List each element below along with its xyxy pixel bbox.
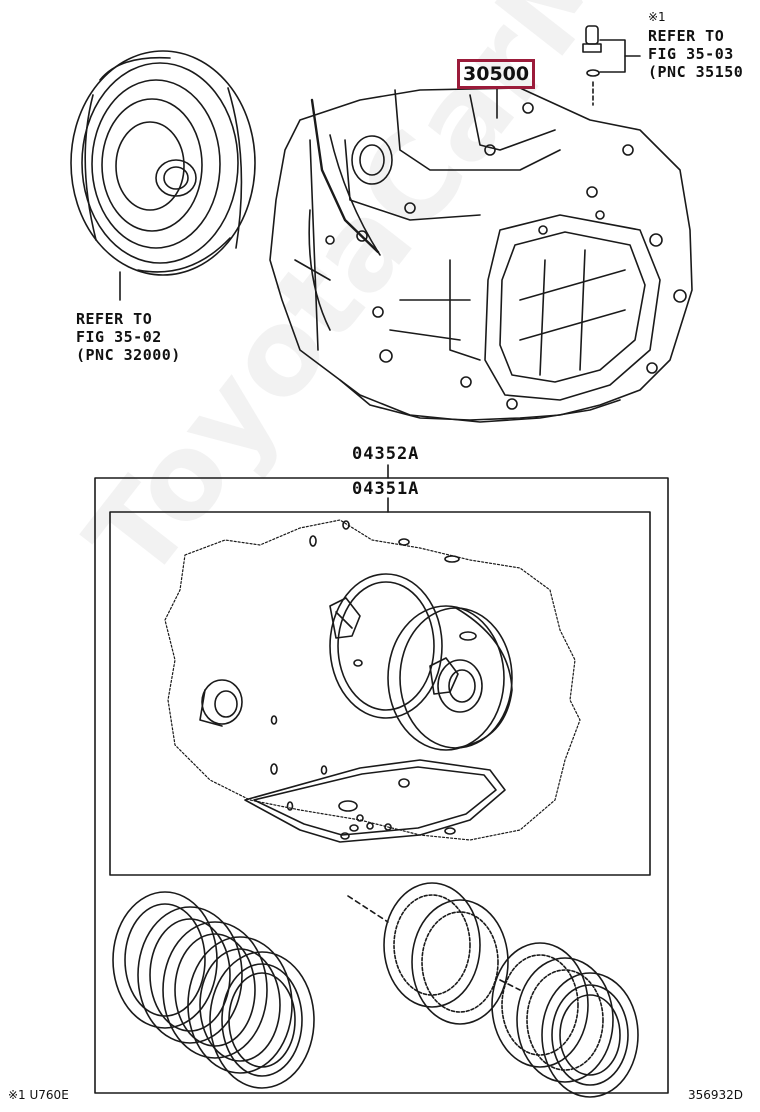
drain-plug-assembly[interactable] [582,25,641,106]
torque-converter[interactable] [70,50,256,276]
pump-gasket[interactable] [329,573,443,719]
converter-ref-line2[interactable]: FIG 35-02 [76,328,162,346]
converter-ref-line3: (PNC 32000) [76,346,181,364]
part-number-30500[interactable]: 30500 [463,63,530,85]
kit-04352a-frame [94,477,669,1094]
friction-disc-leader [347,895,521,991]
valve-bolt-right[interactable] [429,657,459,695]
plug-ref-line2[interactable]: FIG 35-03 [648,45,734,63]
oil-pump-cover[interactable] [387,605,513,751]
friction-discs[interactable] [383,882,639,1098]
oil-seal[interactable] [199,679,243,727]
kit-04352a-label[interactable]: 04352A [352,444,420,464]
kit-04351a-label[interactable]: 04351A [352,479,420,499]
valve-bolt-left[interactable] [329,597,361,639]
clutch-plates[interactable] [112,891,315,1089]
plug-ref-line3: (PNC 35150 [648,63,744,81]
footnote: ※1 U760E [8,1088,69,1102]
oil-pan-gasket[interactable] [244,759,506,843]
plug-ref-line1: REFER TO [648,27,725,45]
transmission-assembly[interactable] [269,87,693,423]
converter-ref-line1: REFER TO [76,310,153,328]
figure-code: 356932D [688,1088,744,1102]
o-rings[interactable] [270,520,460,840]
highlight-box-30500 [457,59,535,89]
kit-04351a-frame [109,511,651,876]
plug-ref-note-marker: ※1 [648,10,666,24]
case-gasket[interactable] [164,519,581,841]
